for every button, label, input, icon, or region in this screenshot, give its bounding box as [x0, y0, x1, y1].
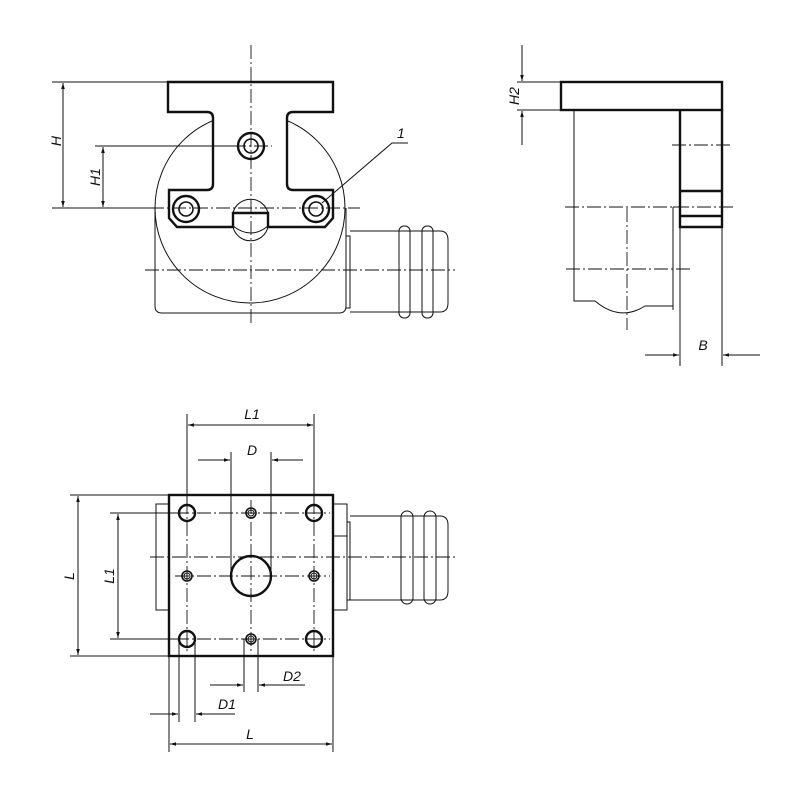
index-plunger-top	[347, 510, 449, 605]
base-plate	[167, 493, 335, 658]
dim-label-L-vertical: L	[61, 572, 77, 580]
dim-label-H1: H1	[87, 168, 103, 186]
front-view: H H1 1	[48, 45, 455, 323]
dim-label-B: B	[698, 337, 707, 353]
right-tab	[333, 503, 348, 611]
screw-hole-right	[301, 194, 331, 224]
dim-label-L1-vertical: L1	[101, 568, 117, 584]
hole	[304, 629, 324, 649]
small-hole	[245, 633, 257, 645]
screw-hole-left	[171, 194, 201, 224]
top-flange	[559, 80, 724, 112]
callout-label: 1	[397, 125, 405, 141]
small-hole	[245, 507, 257, 519]
dim-label-L1-horizontal: L1	[244, 406, 260, 422]
top-view: L1 D L L1 D2 D1 L	[61, 406, 457, 752]
dim-label-D1: D1	[218, 696, 236, 712]
index-plunger	[346, 225, 449, 319]
housing	[154, 208, 347, 314]
dim-label-L-horizontal: L	[246, 726, 254, 742]
dim-label-H: H	[48, 135, 64, 146]
side-view: H2 B	[506, 45, 760, 366]
dim-label-D2: D2	[283, 668, 301, 684]
dim-label-D: D	[247, 442, 257, 458]
side-plate	[678, 110, 724, 229]
small-hole	[181, 570, 193, 582]
small-hole	[308, 570, 320, 582]
dim-label-H2: H2	[506, 87, 522, 105]
